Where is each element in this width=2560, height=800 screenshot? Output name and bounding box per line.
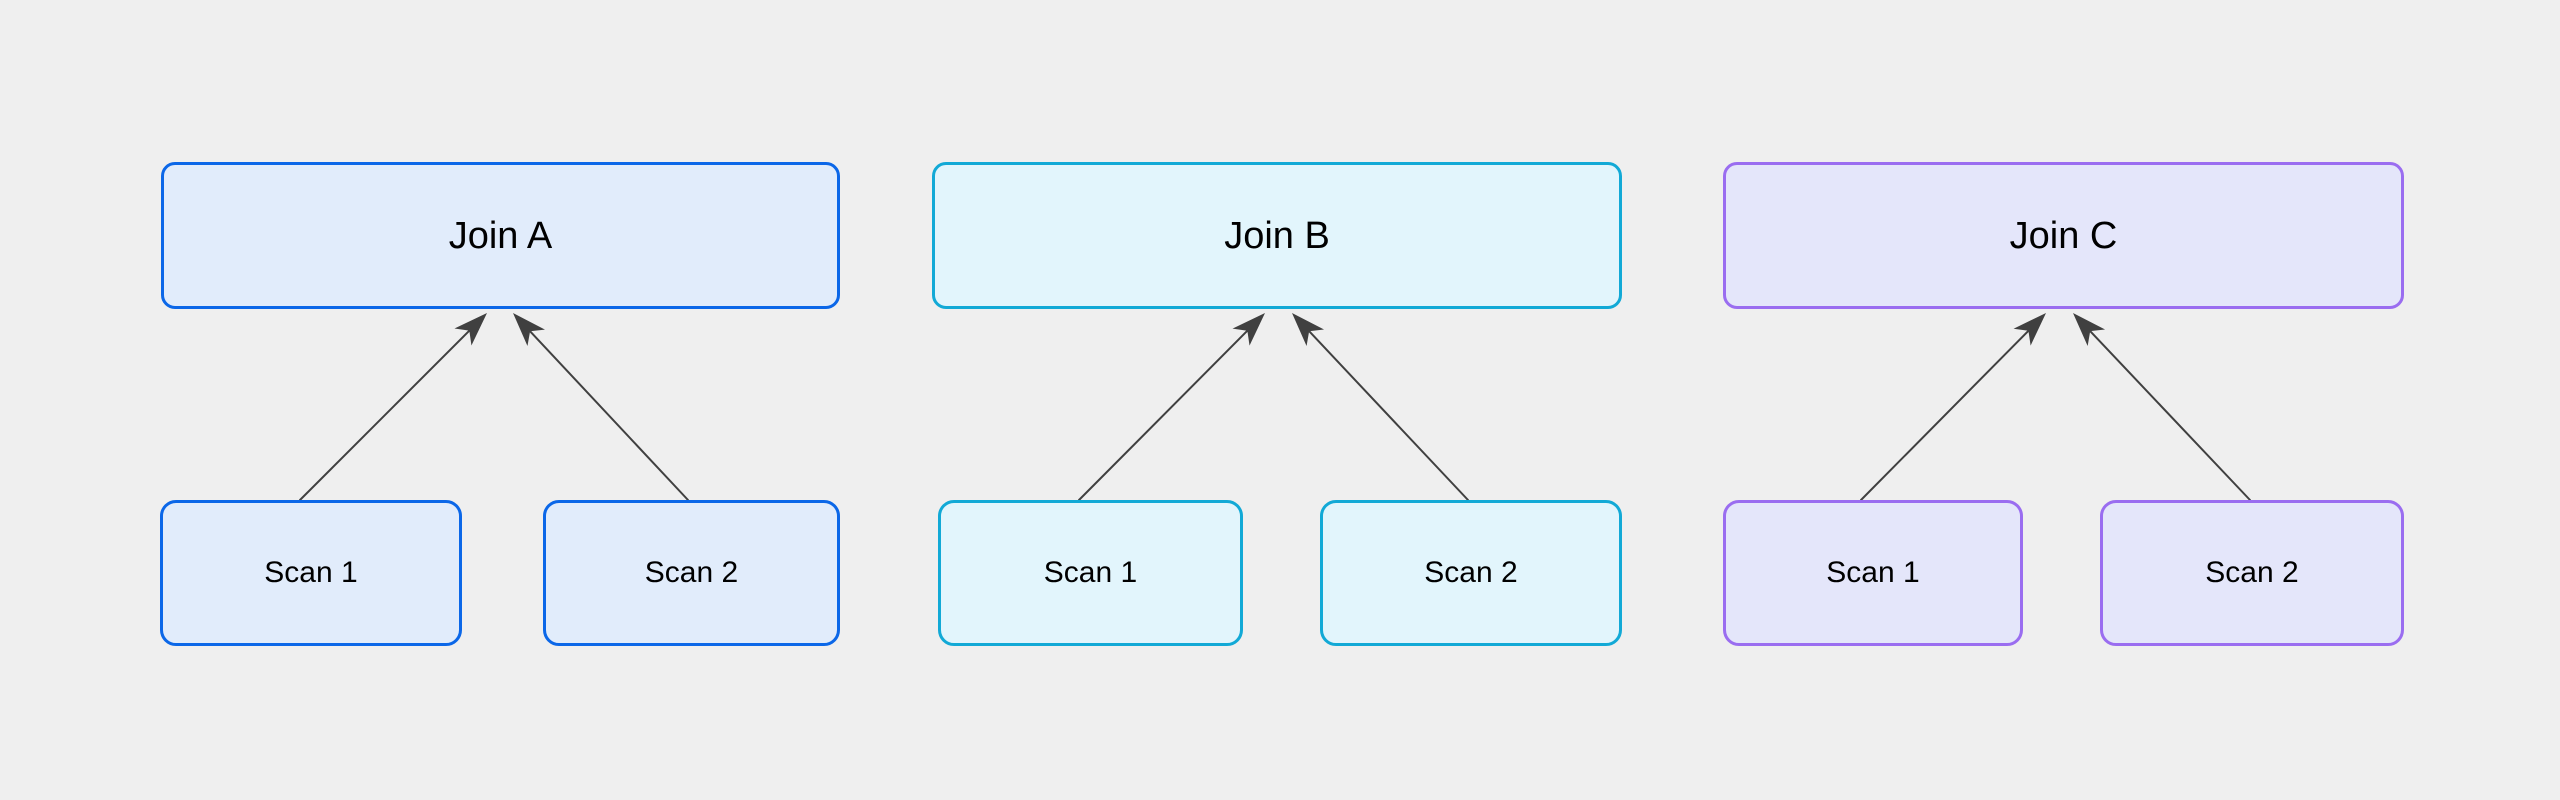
scan-node-group-b-2[interactable]: Scan 2 — [1320, 500, 1622, 646]
edge-arrowhead — [2013, 313, 2046, 346]
edge-arrowhead — [1232, 313, 1265, 346]
join-node-group-a[interactable]: Join A — [161, 162, 840, 309]
join-node-group-b[interactable]: Join B — [932, 162, 1622, 309]
join-node-label: Join A — [448, 214, 553, 257]
edge-line — [299, 326, 474, 501]
edge-arrowhead — [454, 313, 487, 346]
edge-arrowhead — [2073, 313, 2106, 346]
scan-node-group-c-2[interactable]: Scan 2 — [2100, 500, 2404, 646]
edge-arrowhead — [1292, 313, 1325, 346]
edge-line — [2085, 326, 2251, 501]
edge-group-a-2 — [513, 313, 689, 501]
join-node-label: Join C — [2009, 214, 2118, 257]
edge-line — [525, 326, 689, 501]
scan-node-group-b-1[interactable]: Scan 1 — [938, 500, 1243, 646]
scan-node-label: Scan 2 — [644, 556, 739, 589]
edge-arrowhead — [513, 313, 545, 347]
scan-node-group-a-2[interactable]: Scan 2 — [543, 500, 840, 646]
scan-node-group-c-1[interactable]: Scan 1 — [1723, 500, 2023, 646]
edge-line — [1304, 326, 1469, 501]
scan-node-group-a-1[interactable]: Scan 1 — [160, 500, 462, 646]
edge-group-c-2 — [2073, 313, 2251, 501]
scan-node-label: Scan 1 — [264, 556, 358, 589]
join-node-group-c[interactable]: Join C — [1723, 162, 2404, 309]
edge-group-a-1 — [299, 313, 487, 501]
scan-node-label: Scan 1 — [1826, 556, 1920, 589]
join-node-label: Join B — [1224, 214, 1330, 257]
edge-group-b-1 — [1078, 313, 1265, 501]
scan-node-label: Scan 2 — [2205, 556, 2299, 589]
edge-group-b-2 — [1292, 313, 1469, 501]
edge-line — [1078, 326, 1252, 501]
scan-node-label: Scan 2 — [1424, 556, 1518, 589]
edge-group-c-1 — [1860, 313, 2046, 501]
scan-node-label: Scan 1 — [1043, 556, 1138, 589]
edge-line — [1860, 326, 2033, 501]
